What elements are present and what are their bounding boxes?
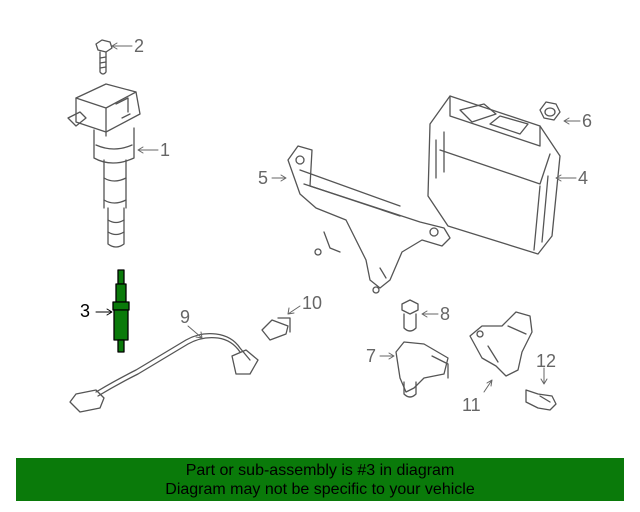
part-3-spark-plug[interactable] [112,269,130,353]
banner-line-2: Diagram may not be specific to your vehi… [165,480,475,498]
part-1-ignition-coil[interactable] [67,83,141,248]
callout-12: 12 [536,351,557,371]
callout-3[interactable]: 3 [80,301,91,321]
callout-9: 9 [180,307,191,327]
callout-7: 7 [366,346,377,366]
part-9-oxygen-sensor[interactable] [69,332,259,413]
leader-lines [95,42,581,393]
part-4-ecu[interactable] [427,95,561,255]
callout-5: 5 [258,168,269,188]
callout-8: 8 [440,304,451,324]
part-5-bracket[interactable] [287,145,451,294]
part-10-sensor[interactable] [261,317,291,341]
part-2-bolt[interactable] [95,39,113,75]
banner-line-1: Part or sub-assembly is #3 in diagram [185,461,455,479]
callout-1: 1 [160,140,171,160]
info-banner: Part or sub-assembly is #3 in diagram Di… [16,458,624,501]
part-8-bolt[interactable] [401,299,419,332]
part-6-nut[interactable] [539,101,561,121]
callout-4: 4 [578,168,589,188]
callout-2: 2 [134,36,145,56]
part-7-cam-sensor[interactable] [395,341,449,398]
callout-10: 10 [302,293,323,313]
parts-diagram [67,39,581,413]
part-11-sensor[interactable] [469,311,533,377]
part-12-bolt[interactable] [525,389,557,411]
callout-11: 11 [462,395,481,415]
callout-6: 6 [582,111,593,131]
